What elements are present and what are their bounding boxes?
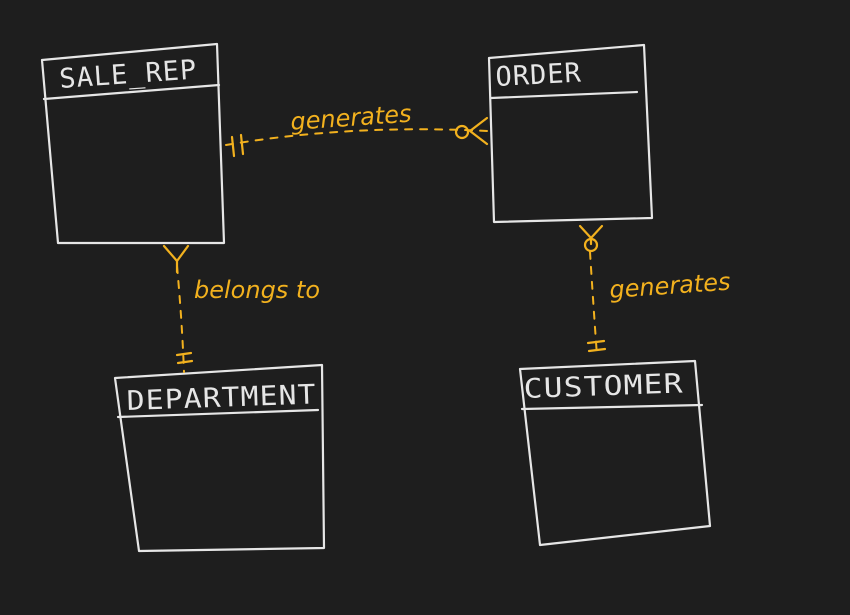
zero-circle-order-bottom — [583, 237, 599, 253]
entity-department-divider — [116, 408, 320, 419]
relationship-rep-order-line — [225, 128, 488, 146]
zero-circle-order — [454, 124, 470, 140]
relationship-rep-order-label: generates — [289, 100, 412, 136]
entity-sale-rep[interactable]: SALE_REP — [40, 42, 226, 245]
entity-order-name: ORDER — [495, 58, 583, 93]
zero-or-many-marker-order — [468, 116, 489, 146]
entity-sale-rep-divider — [42, 83, 221, 101]
one-mandatory-marker-rep — [230, 133, 245, 158]
entity-sale-rep-box — [40, 42, 226, 245]
relationship-order-customer-line — [589, 251, 598, 357]
relationship-order-customer-label: generates — [608, 268, 731, 304]
entity-customer-box — [518, 359, 712, 547]
entity-order[interactable]: ORDER — [487, 43, 654, 224]
zero-or-many-marker-order-bottom — [578, 224, 604, 246]
many-marker-rep — [162, 244, 190, 274]
entity-department-box — [113, 363, 326, 553]
one-mandatory-marker-customer — [586, 339, 607, 353]
relationship-rep-department-line — [176, 265, 185, 373]
relationship-rep-department[interactable]: belongs to — [162, 244, 320, 373]
entity-order-divider — [489, 90, 639, 100]
one-mandatory-marker-department — [175, 351, 194, 365]
relationship-order-customer[interactable]: generates — [578, 224, 731, 357]
entity-customer-name: CUSTOMER — [523, 368, 684, 405]
entity-department[interactable]: DEPARTMENT — [113, 363, 326, 553]
relationship-rep-order[interactable]: generates — [225, 100, 489, 158]
relationship-rep-department-label: belongs to — [194, 276, 320, 304]
entity-department-name: DEPARTMENT — [126, 379, 317, 417]
entity-order-box — [487, 43, 654, 224]
entity-customer-divider — [520, 403, 704, 411]
entity-customer[interactable]: CUSTOMER — [518, 359, 712, 547]
